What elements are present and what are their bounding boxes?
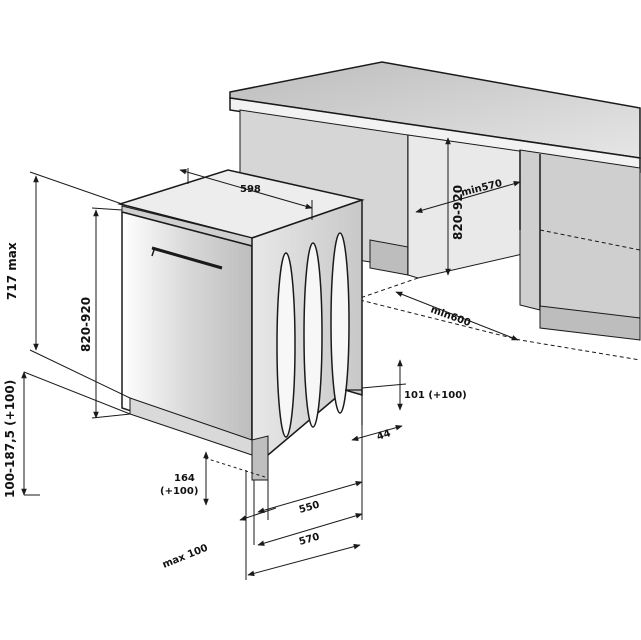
label-max-100: max 100 [161,543,210,571]
label-appliance-height-range: 820-920 [79,297,93,352]
label-depth-570: 570 [298,532,321,548]
label-plinth-height: 100-187,5 (+100) [3,380,17,498]
label-depth-550: 550 [298,500,321,516]
side-rib-1 [276,252,296,438]
appliance-dimensions [21,168,407,580]
dishwasher-foot [251,435,269,481]
niche-dimensions [395,137,521,341]
label-niche-height: 820-920 [451,185,465,240]
door-handle [151,246,223,270]
label-appliance-width: 598 [240,184,261,195]
dishwasher [117,169,365,481]
right-cabinet-plinth [539,305,641,341]
label-door-164: 164 [174,473,195,484]
right-cabinet [519,149,641,319]
side-rib-2 [303,242,323,428]
side-rib-3 [330,232,350,414]
label-niche-depth-min: min600 [429,304,472,329]
label-gap-101: 101 (+100) [404,390,467,401]
label-appliance-height-max: 717 max [5,242,19,300]
label-door-164-plus: (+100) [160,486,198,497]
label-gap-44: 44 [376,428,393,443]
